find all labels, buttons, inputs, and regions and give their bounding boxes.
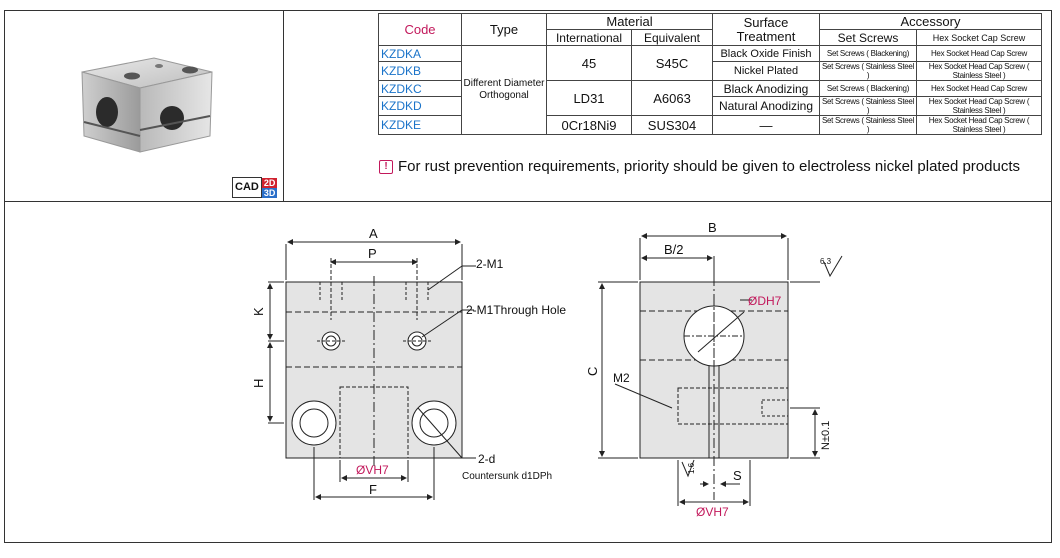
set-screw-cell: Set Screws ( Blackening): [819, 80, 917, 97]
set-screw-cell: Set Screws ( Stainless Steel ): [819, 115, 917, 135]
header-equivalent: Equivalent: [631, 29, 713, 46]
surface-cell: Black Oxide Finish: [712, 45, 820, 62]
set-screw-cell: Set Screws ( Stainless Steel ): [819, 96, 917, 116]
cap-screw-cell: Hex Socket Head Cap Screw ( Stainless St…: [916, 115, 1042, 135]
header-code: Code: [378, 13, 462, 46]
code-cell[interactable]: KZDKD: [378, 96, 462, 116]
cap-screw-cell: Hex Socket Head Cap Screw ( Stainless St…: [916, 96, 1042, 116]
product-photo-panel: [4, 10, 284, 202]
code-cell[interactable]: KZDKA: [378, 45, 462, 62]
cad-2d-badge[interactable]: 2D: [261, 177, 278, 188]
header-cap-screw: Hex Socket Cap Screw: [916, 29, 1042, 46]
header-international: International: [546, 29, 632, 46]
spec-table: Code Type Material Surface Treatment Acc…: [378, 13, 1042, 135]
material-intl: 45: [546, 45, 632, 81]
cad-badge[interactable]: CAD 2D 3D: [232, 177, 278, 198]
notice-text: For rust prevention requirements, priori…: [398, 158, 1020, 175]
cap-screw-cell: Hex Socket Head Cap Screw: [916, 80, 1042, 97]
section-divider: [4, 201, 1052, 202]
rust-notice: ! For rust prevention requirements, prio…: [379, 158, 1020, 175]
cap-screw-cell: Hex Socket Head Cap Screw ( Stainless St…: [916, 61, 1042, 81]
cad-label: CAD: [232, 177, 262, 198]
material-intl: 0Cr18Ni9: [546, 115, 632, 135]
set-screw-cell: Set Screws ( Blackening): [819, 45, 917, 62]
surface-cell: —: [712, 115, 820, 135]
surface-cell: Black Anodizing: [712, 80, 820, 97]
header-set-screws: Set Screws: [819, 29, 917, 46]
header-material: Material: [546, 13, 713, 30]
material-equiv: S45C: [631, 45, 713, 81]
surface-cell: Natural Anodizing: [712, 96, 820, 116]
product-photo: [81, 57, 213, 153]
code-cell[interactable]: KZDKE: [378, 115, 462, 135]
set-screw-cell: Set Screws ( Stainless Steel ): [819, 61, 917, 81]
cad-3d-badge[interactable]: 3D: [261, 187, 278, 198]
code-cell[interactable]: KZDKB: [378, 61, 462, 81]
header-type: Type: [461, 13, 547, 46]
header-surface: Surface Treatment: [712, 13, 820, 46]
surface-cell: Nickel Plated: [712, 61, 820, 81]
material-equiv: A6063: [631, 80, 713, 116]
header-accessory: Accessory: [819, 13, 1042, 30]
material-intl: LD31: [546, 80, 632, 116]
warning-icon: !: [379, 159, 393, 174]
page-frame: [4, 10, 1052, 543]
type-cell: Different Diameter Orthogonal: [461, 45, 547, 135]
code-cell[interactable]: KZDKC: [378, 80, 462, 97]
cap-screw-cell: Hex Socket Head Cap Screw: [916, 45, 1042, 62]
material-equiv: SUS304: [631, 115, 713, 135]
